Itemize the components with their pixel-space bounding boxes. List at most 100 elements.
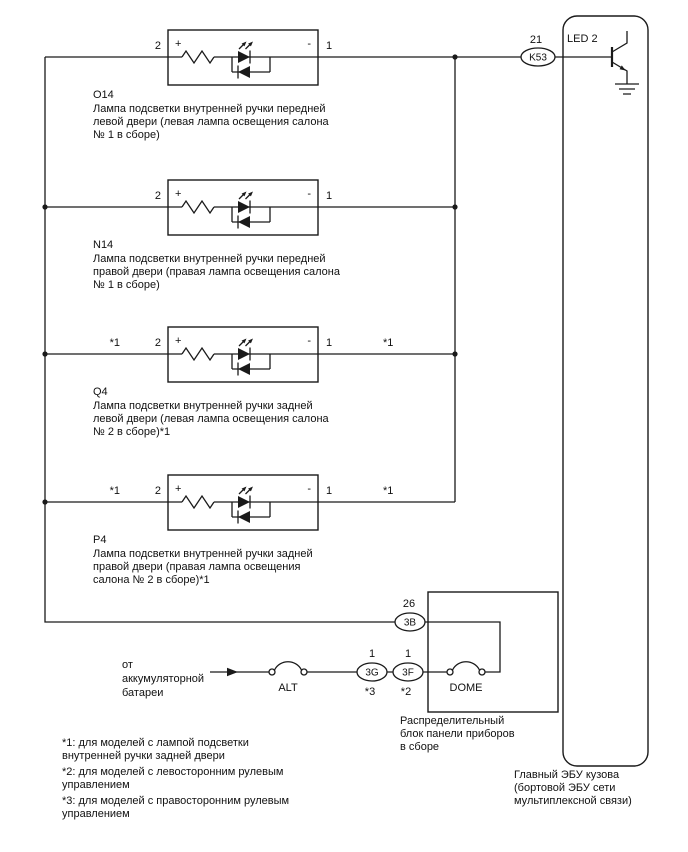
lamp-desc-line: салона № 2 в сборе)*1: [93, 574, 210, 586]
battery-arrow-icon: [227, 667, 238, 677]
lamp-note-right: *1: [383, 337, 393, 349]
lamp-desc-line: правой двери (правая лампа освещения: [93, 561, 300, 573]
junction-pin-number-3b: 26: [403, 598, 415, 610]
fuse-terminal: [446, 668, 454, 676]
ground-icon: [615, 83, 639, 95]
lamp-pin-left-label: 2: [155, 485, 161, 497]
ecu-caption-line: (бортовой ЭБУ сети: [514, 782, 615, 794]
lamp-symbol-1: [167, 29, 319, 86]
footnote-line: управлением: [62, 808, 130, 820]
junction-note-3g: *3: [365, 686, 375, 698]
fuse-terminal: [268, 668, 276, 676]
lamp-unit-3: *1 *1 2 1 + - Q4 Лампа подсветки внутрен…: [93, 335, 393, 438]
lamp-desc-line: № 2 в сборе)*1: [93, 426, 170, 438]
lamp-pin-left-label: 2: [155, 40, 161, 52]
ecu-caption-line: мультиплексной связи): [514, 795, 632, 807]
lamp-pin-left-label: 2: [155, 190, 161, 202]
junction-caption-line: Распределительный: [400, 715, 504, 727]
transistor-emitter: [611, 61, 628, 84]
battery-source-line: от: [122, 659, 133, 671]
lamp-desc-line: левой двери (левая лампа освещения салон…: [93, 413, 330, 425]
lamp-pin-right-label: 1: [326, 337, 332, 349]
footnote-line: управлением: [62, 779, 130, 791]
lamp-id: N14: [93, 239, 113, 251]
lamp-desc-line: правой двери (правая лампа освещения сал…: [93, 266, 341, 278]
junction-connector-label-3b: 3B: [404, 618, 417, 629]
junction-dot: [42, 499, 48, 505]
lamp-id: Q4: [93, 386, 108, 398]
transistor-icon: [610, 31, 628, 84]
junction-pin-number-3g: 1: [369, 648, 375, 660]
battery-source-line: батареи: [122, 687, 163, 699]
lamp-note-left: *1: [110, 485, 120, 497]
ecu-terminal-label: LED 2: [567, 33, 598, 45]
junction-dot: [452, 204, 458, 210]
lamp-desc-line: № 1 в сборе): [93, 129, 160, 141]
lamp-desc-line: Лампа подсветки внутренней ручки задней: [93, 548, 313, 560]
wire-lamp-left: [45, 56, 168, 503]
junction-caption-line: блок панели приборов: [400, 728, 515, 740]
lamp-unit-1: 2 1 + - O14 Лампа подсветки внутренней р…: [93, 38, 332, 141]
connector-3f: [392, 662, 424, 682]
battery-source-line: аккумуляторной: [122, 673, 204, 685]
lamp-polarity-plus: +: [175, 188, 181, 200]
junction-caption-line: в сборе: [400, 741, 439, 753]
footnotes: *1: для моделей с лампой подсветки внутр…: [62, 737, 289, 820]
fuse-dome-icon: [446, 661, 486, 676]
fuse-curve: [273, 661, 303, 671]
junction-dot: [452, 351, 458, 357]
ecu-connector-label: K53: [529, 53, 547, 64]
lamp-note-left: *1: [110, 337, 120, 349]
connector-k53: [520, 47, 556, 67]
lamp-polarity-plus: +: [175, 38, 181, 50]
wire-left-bus: [44, 57, 395, 623]
footnote-line: *1: для моделей с лампой подсветки: [62, 737, 249, 749]
lamp-polarity-minus: -: [307, 483, 311, 495]
lamp-desc-line: левой двери (левая лампа освещения салон…: [93, 116, 330, 128]
footnote-line: *2: для моделей с левосторонним рулевым: [62, 766, 283, 778]
wire-lamp-right: [318, 56, 612, 503]
emitter-arrowhead: [619, 65, 626, 71]
lamp-note-right: *1: [383, 485, 393, 497]
fuse-alt-icon: [268, 661, 308, 676]
junction-pin-number-3f: 1: [405, 648, 411, 660]
footnote-line: внутренней ручки задней двери: [62, 750, 225, 762]
fuse-dome-label: DOME: [450, 682, 483, 694]
lamp-unit-4: *1 *1 2 1 + - P4 Лампа подсветки внутрен…: [93, 483, 393, 586]
lamp-unit-2: 2 1 + - N14 Лампа подсветки внутренней р…: [93, 188, 341, 291]
footnote-line: *3: для моделей с правосторонним рулевым: [62, 795, 289, 807]
lamp-desc-line: Лампа подсветки внутренней ручки передне…: [93, 253, 326, 265]
lamp-pin-right-label: 1: [326, 485, 332, 497]
junction-connector-label-3g: 3G: [365, 668, 379, 679]
lamp-desc-line: Лампа подсветки внутренней ручки задней: [93, 400, 313, 412]
lamp-polarity-minus: -: [307, 335, 311, 347]
junction-dot: [42, 351, 48, 357]
lamp-polarity-plus: +: [175, 483, 181, 495]
junction-note-3f: *2: [401, 686, 411, 698]
lamp-desc-line: № 1 в сборе): [93, 279, 160, 291]
lamp-polarity-minus: -: [307, 188, 311, 200]
lamp-pin-right-label: 1: [326, 190, 332, 202]
lamp-pin-right-label: 1: [326, 40, 332, 52]
connector-3b: [394, 612, 426, 632]
junction-dot: [42, 204, 48, 210]
fuse-terminal: [300, 668, 308, 676]
junction-connector-label-3f: 3F: [402, 668, 414, 679]
fuse-alt-label: ALT: [278, 682, 298, 694]
lamp-polarity-minus: -: [307, 38, 311, 50]
fuse-curve: [451, 661, 481, 671]
ecu-pin-number: 21: [530, 34, 542, 46]
lamp-desc-line: Лампа подсветки внутренней ручки передне…: [93, 103, 326, 115]
lamp-pin-left-label: 2: [155, 337, 161, 349]
connector-3g: [356, 662, 388, 682]
lamp-symbol-2: [167, 179, 319, 236]
ecu-caption-line: Главный ЭБУ кузова: [514, 769, 620, 781]
lamp-id: P4: [93, 534, 106, 546]
junction-block-box: [427, 591, 559, 713]
ecu-box: [562, 15, 649, 767]
junction-dot: [452, 54, 458, 60]
lamp-polarity-plus: +: [175, 335, 181, 347]
lamp-id: O14: [93, 89, 114, 101]
lamp-symbol-3: [167, 326, 319, 383]
